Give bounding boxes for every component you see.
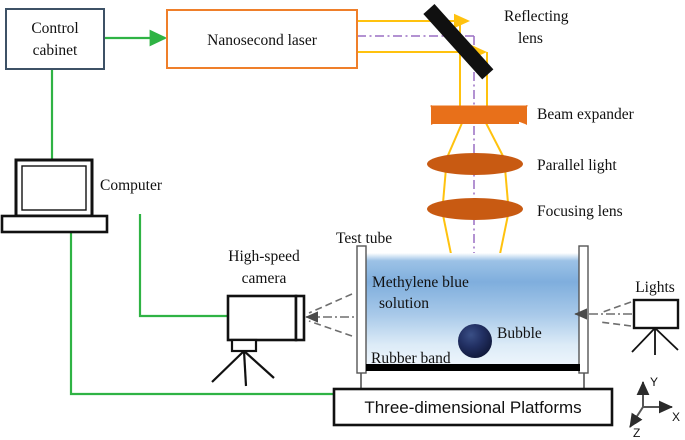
axis-x-label: X [672, 410, 680, 424]
control-cabinet-label-line2: cabinet [33, 42, 78, 59]
axis-indicator: Y X Z [629, 375, 680, 440]
lights-icon[interactable] [631, 298, 680, 355]
beam-parallel-to-focus-left [442, 167, 447, 204]
camera-sightline-lower [308, 320, 353, 337]
control-cabinet-label-line1: Control [31, 20, 78, 37]
methylene-blue-label-line1: Methylene blue [372, 274, 469, 291]
platforms-box[interactable] [332, 387, 614, 427]
lights-beam-upper [599, 301, 632, 314]
parallel-light-lens [427, 153, 523, 175]
beam-expander-label: Beam expander [537, 106, 635, 123]
rubber-band-label: Rubber band [371, 350, 451, 367]
bubble-sphere [458, 324, 492, 358]
control-cabinet-box[interactable] [5, 8, 105, 70]
lights-beam-lower [599, 321, 632, 327]
computer-icon[interactable] [0, 158, 109, 234]
beam-expander-to-parallel-right [485, 122, 506, 161]
bubble-label: Bubble [497, 325, 542, 342]
cable-computer-to-platform [69, 214, 335, 396]
beam-parallel-to-focus-right [504, 167, 509, 204]
camera-label-line1: High-speed [228, 248, 300, 265]
focusing-lens [427, 198, 523, 220]
methylene-blue-label-line2: solution [379, 295, 429, 312]
test-tube-wall-right [578, 245, 589, 374]
high-speed-camera-icon[interactable] [211, 294, 306, 387]
beam-expander-lens-shape [431, 105, 527, 125]
axis-z-arrow [629, 406, 644, 428]
axis-y-label: Y [650, 375, 658, 389]
camera-label-line2: camera [242, 270, 287, 287]
test-tube-wall-left [356, 245, 367, 374]
platforms-label: Three-dimensional Platforms [364, 398, 581, 417]
cable-computer-to-camera [138, 214, 228, 318]
reflecting-lens-label-line1: Reflecting [504, 8, 569, 25]
focusing-lens-label: Focusing lens [537, 203, 623, 220]
nanosecond-laser-label: Nanosecond laser [207, 32, 318, 49]
parallel-light-label: Parallel light [537, 157, 617, 174]
computer-label: Computer [100, 177, 163, 194]
axis-z-label: Z [633, 426, 640, 440]
nanosecond-laser-box[interactable] [166, 9, 358, 69]
camera-sightline-upper [308, 293, 353, 314]
test-tube-label: Test tube [336, 230, 392, 247]
reflecting-lens-label-line2: lens [518, 30, 543, 47]
rubber-band [366, 364, 580, 371]
reflecting-lens-mirror [423, 3, 494, 80]
lights-label: Lights [635, 279, 675, 296]
beam-expander-to-parallel-left [445, 122, 463, 161]
